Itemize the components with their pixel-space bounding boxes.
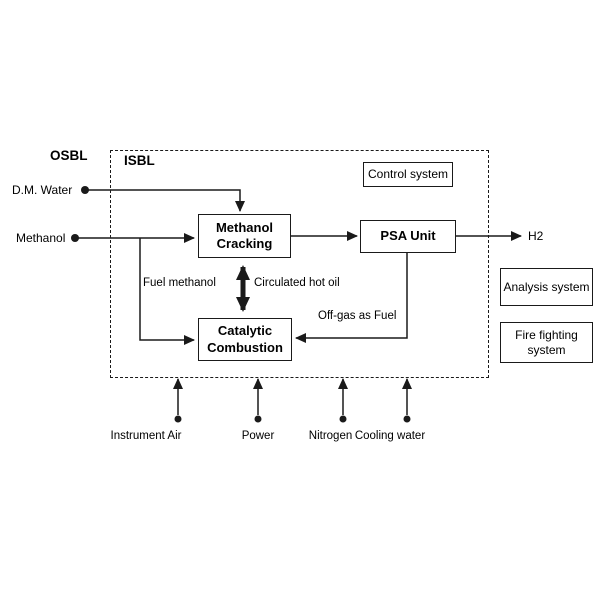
catalytic-combustion-box: Catalytic Combustion xyxy=(198,318,292,361)
offgas-line xyxy=(295,253,408,343)
isbl-label: ISBL xyxy=(124,153,155,168)
psa-unit-box: PSA Unit xyxy=(360,220,456,253)
power-dot xyxy=(254,415,262,423)
offgas-label: Off-gas as Fuel xyxy=(318,310,397,322)
fuel-methanol-label: Fuel methanol xyxy=(143,277,216,289)
power-label: Power xyxy=(241,430,275,442)
instrument-air-dot xyxy=(174,415,182,423)
nitrogen-label: Nitrogen xyxy=(308,430,353,442)
nitrogen-dot xyxy=(339,415,347,423)
circulated-hot-oil-label: Circulated hot oil xyxy=(254,277,340,289)
analysis-system-box: Analysis system xyxy=(500,268,593,306)
h2-label: H2 xyxy=(528,229,544,243)
control-system-box: Control system xyxy=(363,162,453,187)
isbl-boundary xyxy=(110,150,489,378)
fire-fighting-system-box: Fire fighting system xyxy=(500,322,593,363)
methanol-label: Methanol xyxy=(16,231,66,245)
osbl-label: OSBL xyxy=(50,148,88,163)
methanol-cracking-box: Methanol Cracking xyxy=(198,214,291,258)
cooling-water-dot xyxy=(403,415,411,423)
dm-water-line xyxy=(85,189,245,212)
cooling-water-label: Cooling water xyxy=(354,430,426,442)
fuel-methanol-line xyxy=(139,238,195,345)
dm-water-label: D.M. Water xyxy=(12,183,73,197)
instrument-air-label: Instrument Air xyxy=(110,430,182,442)
